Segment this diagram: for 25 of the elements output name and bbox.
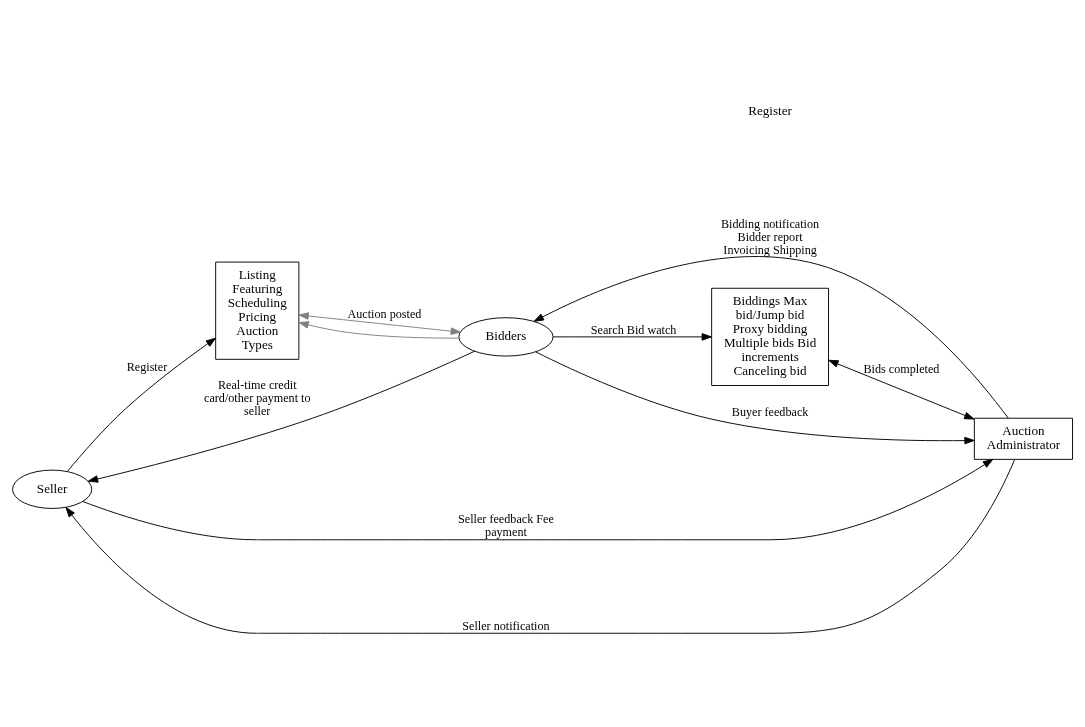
edge-label: Auction posted <box>347 306 422 321</box>
node-ellipse: Seller <box>12 469 93 509</box>
edge-label: Bids completed <box>863 361 940 376</box>
arrow <box>298 311 461 335</box>
arrow <box>298 320 460 339</box>
arrow <box>87 350 475 483</box>
arrow <box>66 337 216 472</box>
node-box: Auction Administrator <box>973 417 1073 460</box>
label: Register <box>748 102 792 118</box>
edge-label: Register <box>126 359 168 374</box>
edge-label: Seller notification <box>462 618 550 633</box>
arrow <box>828 359 975 420</box>
edge-label: Buyer feedback <box>731 404 809 419</box>
node-box: Listing Featuring Scheduling Pricing Auction Types <box>215 261 300 360</box>
arrow <box>533 255 1009 419</box>
node-ellipse: Bidders <box>458 316 554 357</box>
edge-label: Seller feedback Fee payment <box>458 511 554 539</box>
node-box: Biddings Max bid/Jump bid Proxy bidding Multiple bids Bid increments Canceling bid <box>711 287 829 386</box>
arrow <box>65 458 1016 634</box>
edge-label: Bidding notification Bidder report Invoicing Shipping <box>721 216 820 257</box>
edge-label: Search Bid watch <box>590 322 677 337</box>
arrow <box>552 332 712 341</box>
arrow <box>535 350 975 444</box>
edge-label: Real-time credit card/other payment to seller <box>204 377 311 418</box>
arrow <box>82 458 994 540</box>
